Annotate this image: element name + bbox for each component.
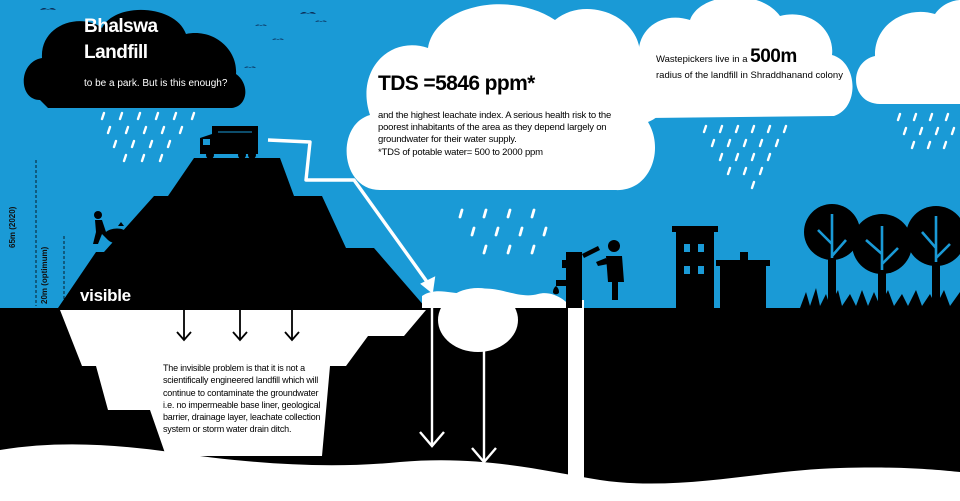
- black-cloud: [23, 9, 246, 108]
- title-line2: Landfill: [84, 42, 148, 63]
- well-pipe: [568, 300, 584, 501]
- wastepickers-distance: 500m: [750, 46, 797, 67]
- invisible-label: invisible: [330, 310, 396, 329]
- groundwater-arrows: [419, 300, 497, 464]
- grass: [800, 288, 960, 310]
- wastepicker-icon: [93, 211, 129, 244]
- rain-icon: [458, 208, 548, 255]
- rain-icon: [100, 111, 196, 163]
- problem-text: The invisible problem is that it is not …: [163, 363, 321, 435]
- wastepickers-cloud: [620, 0, 853, 118]
- rain-icon: [896, 112, 956, 150]
- tree-icon: [804, 204, 960, 308]
- tds-body: and the highest leachate index. A seriou…: [378, 110, 626, 159]
- wastepickers-line1: Wastepickers live in a 500m: [656, 46, 797, 68]
- visible-label: visible: [80, 286, 131, 305]
- garbage-truck-icon: [200, 126, 258, 159]
- wastepickers-line2: radius of the landfill in Shraddhanand c…: [656, 70, 843, 81]
- building-icon: [672, 226, 770, 310]
- landfill-mound: [58, 158, 426, 308]
- title-line1: Bhalswa: [84, 16, 158, 37]
- tds-headline: TDS =5846 ppm*: [378, 72, 535, 95]
- tds-footnote: *TDS of potable water= 500 to 2000 ppm: [378, 146, 543, 158]
- tds-cloud: [346, 4, 670, 191]
- tds-body-text: and the highest leachate index. A seriou…: [378, 110, 612, 146]
- rain-icon: [702, 124, 788, 190]
- wastepickers-prefix: Wastepickers live in a: [656, 54, 751, 65]
- height-label-actual: 65m (2020): [8, 206, 17, 248]
- contaminated-groundwater: [438, 288, 518, 352]
- bird-icon: [40, 8, 327, 68]
- seepage-arrows: [176, 302, 300, 342]
- person-at-pump-icon: [596, 240, 624, 300]
- subtitle: to be a park. But is this enough?: [84, 78, 228, 89]
- leachate-flow-arrow: [267, 138, 432, 287]
- right-cloud: [856, 0, 960, 104]
- hand-pump-icon: [553, 246, 600, 308]
- height-label-optimum: 20m (optimum): [40, 246, 49, 304]
- ground-bottom-edge: [0, 444, 960, 501]
- landfill-underground: [60, 310, 426, 456]
